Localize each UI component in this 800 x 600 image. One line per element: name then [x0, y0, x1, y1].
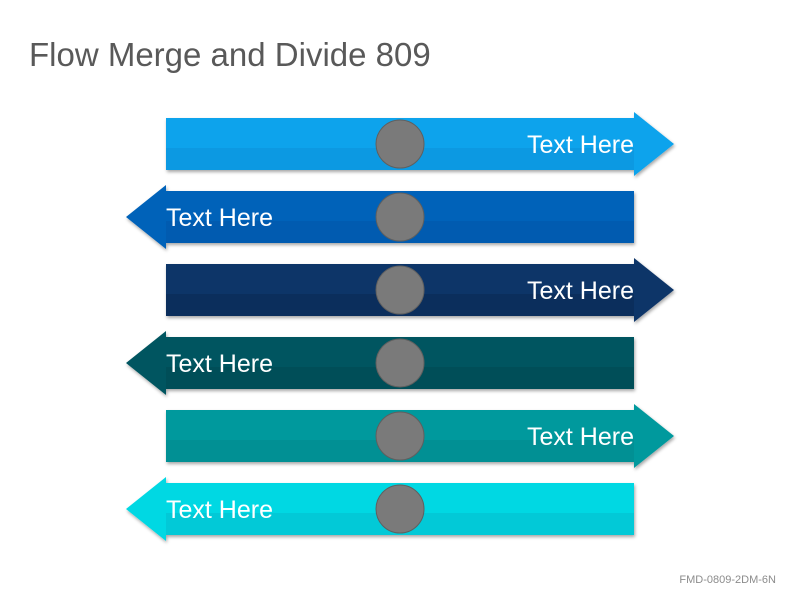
- flow-arrow-3: Text Here: [166, 258, 674, 322]
- center-circle: [375, 265, 425, 315]
- flow-arrow-6: Text Here: [126, 477, 634, 541]
- center-circle: [375, 411, 425, 461]
- center-circle: [375, 484, 425, 534]
- arrow-label: Text Here: [166, 496, 273, 524]
- arrow-label: Text Here: [527, 277, 634, 305]
- arrow-label: Text Here: [166, 350, 273, 378]
- arrow-label: Text Here: [166, 204, 273, 232]
- arrow-label: Text Here: [527, 131, 634, 159]
- flow-arrow-4: Text Here: [126, 331, 634, 395]
- arrow-label: Text Here: [527, 423, 634, 451]
- center-circle: [375, 119, 425, 169]
- flow-arrow-5: Text Here: [166, 404, 674, 468]
- center-circle: [375, 192, 425, 242]
- footer-code: FMD-0809-2DM-6N: [679, 574, 776, 586]
- flow-arrow-2: Text Here: [126, 185, 634, 249]
- flow-arrow-1: Text Here: [166, 112, 674, 176]
- page-title: Flow Merge and Divide 809: [29, 36, 431, 73]
- center-circle: [375, 338, 425, 388]
